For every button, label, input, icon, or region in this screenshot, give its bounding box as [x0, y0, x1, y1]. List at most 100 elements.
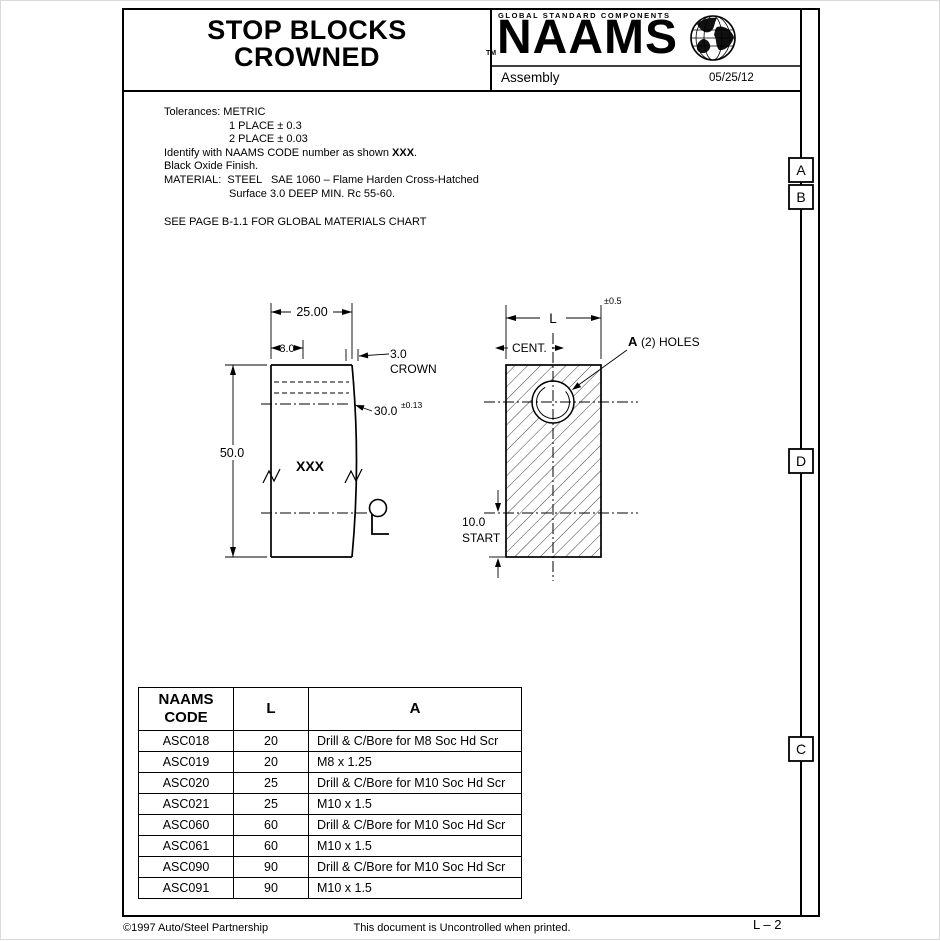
note-material: MATERIAL: STEEL SAE 1060 – Flame Harden …: [164, 173, 479, 186]
arrowhead: [355, 405, 365, 411]
brand-logo-text: NAAMS: [497, 11, 678, 64]
dim-start: [489, 490, 505, 578]
cell-l: 25: [233, 793, 309, 815]
zone-box-d: [788, 448, 814, 474]
cell-a: M10 x 1.5: [308, 835, 522, 857]
zone-labels: A B D C: [788, 157, 814, 762]
cell-a: M8 x 1.25: [308, 751, 522, 773]
dim-width-label: 25.00: [296, 305, 327, 319]
note-tolerances: Tolerances: METRIC: [164, 106, 266, 118]
holes-ref-label: A: [628, 334, 638, 349]
front-view-outline: [270, 364, 352, 558]
col-header-naams: NAAMS: [158, 691, 214, 708]
harden-mark-right: [344, 468, 363, 484]
sheet-subtitle: Assembly: [501, 70, 560, 85]
crown-value-label: 3.0: [390, 347, 407, 361]
dim-offset-label: 8.0: [279, 343, 294, 355]
cell-naams-code: ASC018: [138, 730, 234, 752]
zone-label-c: C: [796, 741, 806, 757]
zone-box-a: [788, 157, 814, 183]
title-line2: CROWNED: [234, 42, 380, 72]
page-title: STOP BLOCKS CROWNED: [123, 17, 491, 71]
dim-length: [505, 305, 602, 359]
arrowhead: [342, 309, 352, 315]
dim-height: [214, 364, 267, 558]
revision-date: 05/25/12: [709, 72, 754, 84]
arrowhead: [294, 345, 303, 351]
arrowhead: [572, 382, 582, 390]
harden-mark-left: [262, 468, 281, 484]
brand-tagline: GLOBAL STANDARD COMPONENTS: [498, 11, 671, 20]
thread-circle: [536, 385, 570, 419]
dim-bore-tol-label: ±0.13: [401, 400, 422, 410]
cell-a: M10 x 1.5: [308, 793, 522, 815]
col-header-l: L: [233, 687, 309, 731]
cell-a: M10 x 1.5: [308, 877, 522, 899]
cent-callout: [495, 345, 564, 351]
arrowhead: [230, 365, 236, 375]
cent-label: CENT.: [512, 341, 547, 355]
holes-callout: [572, 349, 628, 390]
trademark-symbol: TM: [486, 50, 497, 57]
dim-offset: [271, 340, 304, 359]
start-text-label: START: [462, 531, 501, 545]
title-line1: STOP BLOCKS: [207, 15, 407, 45]
dim-width: [270, 303, 353, 359]
front-view: [261, 364, 389, 558]
globe-icon: [690, 15, 736, 61]
notes-block: Tolerances: METRIC 1 PLACE ± 0.3 2 PLACE…: [164, 106, 479, 230]
cell-l: 90: [233, 856, 309, 878]
cell-naams-code: ASC060: [138, 814, 234, 836]
cell-naams-code: ASC021: [138, 793, 234, 815]
dim-bore-label: 30.0: [374, 404, 398, 418]
cell-naams-code: ASC091: [138, 877, 234, 899]
cell-l: 60: [233, 814, 309, 836]
note-see-page: SEE PAGE B-1.1 FOR GLOBAL MATERIALS CHAR…: [164, 216, 427, 229]
cell-naams-code: ASC019: [138, 751, 234, 773]
col-header-a: A: [308, 687, 522, 731]
cell-l: 90: [233, 877, 309, 899]
dim-height-label: 50.0: [220, 446, 244, 460]
zone-label-a: A: [796, 162, 806, 178]
arrowhead: [495, 345, 504, 351]
arrowhead: [271, 345, 280, 351]
start-value-label: 10.0: [462, 515, 486, 529]
cell-a: Drill & C/Bore for M10 Soc Hd Scr: [308, 856, 522, 878]
cell-l: 60: [233, 835, 309, 857]
cell-a: Drill & C/Bore for M8 Soc Hd Scr: [308, 730, 522, 752]
cell-a: Drill & C/Bore for M10 Soc Hd Scr: [308, 814, 522, 836]
zone-box-b: [788, 184, 814, 210]
dim-length-tol-label: ±0.5: [604, 296, 621, 306]
crown-text-label: CROWN: [390, 362, 437, 376]
arrowhead: [506, 315, 516, 321]
crowned-face-edge: [351, 364, 358, 558]
cell-naams-code: ASC020: [138, 772, 234, 794]
cell-naams-code: ASC090: [138, 856, 234, 878]
note-identify-text: Identify with NAAMS CODE number as shown: [164, 146, 393, 159]
note-finish: Black Oxide Finish.: [164, 160, 259, 173]
arrowhead: [591, 315, 601, 321]
col-header-naams-code: NAAMS CODE: [138, 687, 234, 731]
zone-label-d: D: [796, 453, 806, 469]
arrowhead: [230, 547, 236, 557]
front-centerlines: [261, 403, 369, 514]
note-place-1: 1 PLACE ± 0.3: [229, 119, 302, 132]
arrowhead: [495, 558, 501, 567]
copyright-text: ©1997 Auto/Steel Partnership: [123, 922, 269, 934]
note-surface: Surface 3.0 DEEP MIN. Rc 55-60.: [229, 187, 396, 200]
zone-label-b: B: [796, 189, 805, 205]
holes-label: (2) HOLES: [641, 335, 700, 349]
col-header-code: CODE: [164, 709, 208, 726]
uncontrolled-notice: This document is Uncontrolled when print…: [353, 922, 571, 934]
